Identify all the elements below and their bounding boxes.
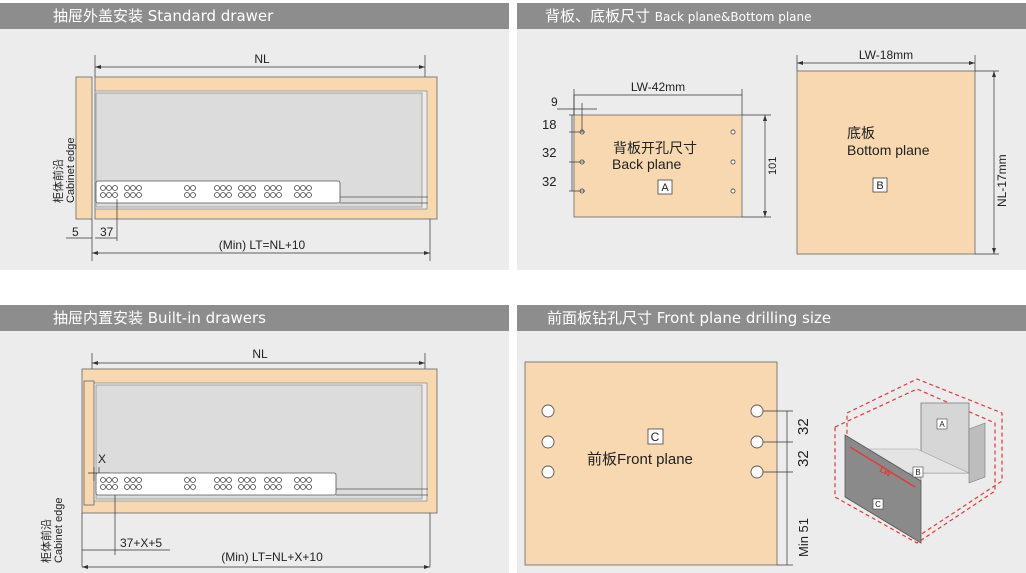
bottom-plane-en: Bottom plane <box>847 142 930 158</box>
label-b-box <box>872 177 888 193</box>
dim-x: X <box>98 452 106 466</box>
standard-drawer-diagram: NL 柜体前沿 Cabinet edge <box>51 52 438 261</box>
lt-formula: (Min) LT=NL+X+10 <box>221 550 323 564</box>
drawer-runner <box>95 180 341 204</box>
panel-title: 抽屉内置安装 Built-in drawers <box>0 305 509 331</box>
front-panel <box>83 380 95 506</box>
runner-holes <box>100 185 312 198</box>
label-c: C <box>651 430 660 444</box>
panel-builtin-drawers: 抽屉内置安装 Built-in drawers NL X <box>0 305 509 573</box>
bottom-plane <box>796 70 976 255</box>
front-panel <box>75 76 93 220</box>
dim-18: 18 <box>542 117 556 132</box>
panel-title: 背板、底板尺寸 Back plane&Bottom plane <box>517 3 1026 29</box>
label-b: B <box>876 180 883 192</box>
cabinet-edge-en: Cabinet edge <box>65 138 77 203</box>
panel-title: 抽屉外盖安装 Standard drawer <box>0 3 509 29</box>
panel-front-plane: 前面板钻孔尺寸 Front plane drilling size C 前板Fr… <box>517 305 1026 573</box>
dim-32a: 32 <box>542 145 556 160</box>
cabinet-edge-cn: 柜体前沿 <box>51 159 65 203</box>
dim-nl17: NL-17mm <box>995 154 1009 207</box>
runner-holes <box>100 477 312 490</box>
nl-label: NL <box>254 52 270 66</box>
label-a: A <box>661 182 669 194</box>
nl-label: NL <box>252 347 268 361</box>
front-plane <box>524 361 778 566</box>
label-a-box <box>657 179 673 195</box>
dim-lw42: LW-42mm <box>631 80 685 94</box>
iso-label-c: C <box>875 500 881 509</box>
back-plane <box>573 114 743 218</box>
dim-32b: 32 <box>542 174 556 189</box>
lt-formula: (Min) LT=NL+10 <box>219 238 306 252</box>
back-bottom-diagram: LW-42mm 背板开孔尺寸 Back plane A 9 18 32 32 1… <box>542 48 1009 255</box>
isometric-drawer: A B C LW <box>834 378 1003 544</box>
dim-5: 5 <box>72 225 79 239</box>
dim-32b: 32 <box>795 450 812 467</box>
back-plane-en: Back plane <box>612 156 681 172</box>
front-plane-text: 前板Front plane <box>587 450 693 468</box>
cabinet-edge-en: Cabinet edge <box>53 498 65 563</box>
dim-37x5: 37+X+5 <box>120 536 162 550</box>
iso-label-a: A <box>939 420 945 429</box>
dim-37: 37 <box>100 225 114 239</box>
builtin-drawer-diagram: NL X <box>39 347 438 569</box>
dim-101: 101 <box>767 157 779 175</box>
dim-lw18: LW-18mm <box>859 48 913 62</box>
cabinet-edge-cn: 柜体前沿 <box>39 519 53 563</box>
back-plane-cn: 背板开孔尺寸 <box>613 140 697 156</box>
front-plane-diagram: C 前板Front plane 32 32 Min 51 A B C LW <box>524 361 1003 566</box>
drawer-runner <box>95 472 337 496</box>
bottom-plane-cn: 底板 <box>847 125 875 141</box>
label-c-box <box>647 428 664 445</box>
dim-32a: 32 <box>795 418 812 435</box>
panel-back-bottom: 背板、底板尺寸 Back plane&Bottom plane LW-42mm … <box>517 3 1026 270</box>
dim-9: 9 <box>551 95 558 109</box>
iso-label-b: B <box>915 468 920 477</box>
dim-min51: Min 51 <box>796 518 811 557</box>
panel-title: 前面板钻孔尺寸 Front plane drilling size <box>517 305 1026 331</box>
panel-standard-drawer: 抽屉外盖安装 Standard drawer NL <box>0 3 509 270</box>
